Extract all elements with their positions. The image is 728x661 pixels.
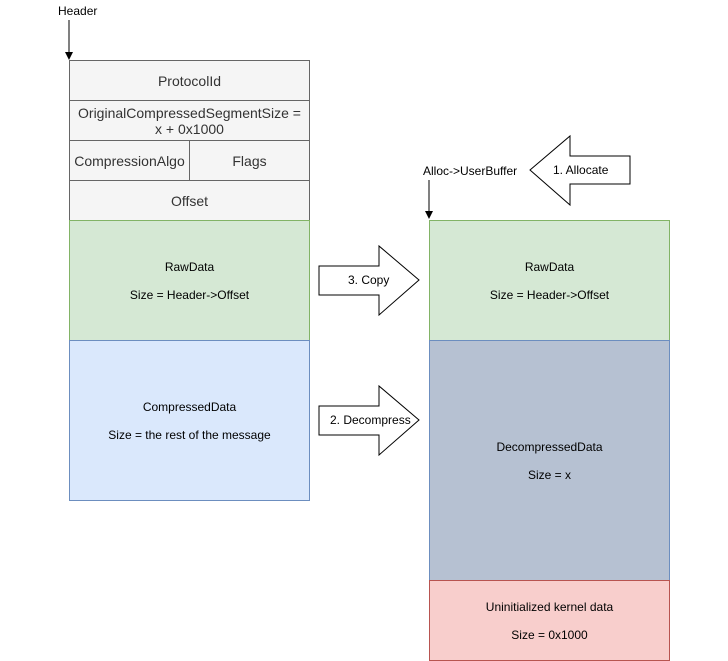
original-size-text-line2: x + 0x1000: [155, 120, 224, 137]
protocol-id-field: ProtocolId: [69, 60, 310, 101]
copy-label: 3. Copy: [348, 273, 390, 287]
uninitialized-data-title: Uninitialized kernel data: [485, 599, 614, 614]
decompress-label: 2. Decompress: [330, 413, 411, 427]
header-pointer-arrowhead: [65, 52, 73, 60]
compressed-data-block: CompressedData Size = the rest of the me…: [69, 340, 310, 501]
original-size-field: OriginalCompressedSegmentSize = x + 0x10…: [69, 100, 310, 141]
decompressed-data-block: DecompressedData Size = x: [429, 340, 670, 581]
right-rawdata-size: Size = Header->Offset: [489, 287, 610, 302]
uninitialized-data-size: Size = 0x1000: [511, 627, 588, 642]
left-rawdata-size: Size = Header->Offset: [129, 287, 250, 302]
allocate-arrow: [529, 134, 631, 207]
decompressed-data-title: DecompressedData: [496, 439, 603, 454]
offset-text: Offset: [170, 192, 209, 209]
userbuffer-label: Alloc->UserBuffer: [423, 164, 518, 178]
copy-arrow: [318, 244, 420, 317]
right-rawdata-block: RawData Size = Header->Offset: [429, 220, 670, 341]
compression-algo-field: CompressionAlgo: [69, 140, 190, 181]
decompressed-data-size: Size = x: [527, 467, 572, 482]
flags-field: Flags: [189, 140, 310, 181]
flags-text: Flags: [232, 152, 267, 169]
original-size-text-line1: OriginalCompressedSegmentSize =: [78, 104, 301, 121]
header-label: Header: [58, 4, 98, 18]
right-rawdata-title: RawData: [524, 259, 575, 274]
compressed-data-size: Size = the rest of the message: [108, 427, 271, 442]
userbuffer-pointer-arrowhead: [425, 211, 433, 219]
uninitialized-data-block: Uninitialized kernel data Size = 0x1000: [429, 580, 670, 661]
left-rawdata-title: RawData: [164, 259, 215, 274]
compression-algo-text: CompressionAlgo: [74, 152, 185, 169]
allocate-label: 1. Allocate: [553, 163, 609, 177]
decompress-arrow: [318, 384, 420, 457]
compressed-data-title: CompressedData: [142, 399, 237, 414]
offset-field: Offset: [69, 180, 310, 221]
left-rawdata-block: RawData Size = Header->Offset: [69, 220, 310, 341]
protocol-id-text: ProtocolId: [157, 72, 222, 89]
